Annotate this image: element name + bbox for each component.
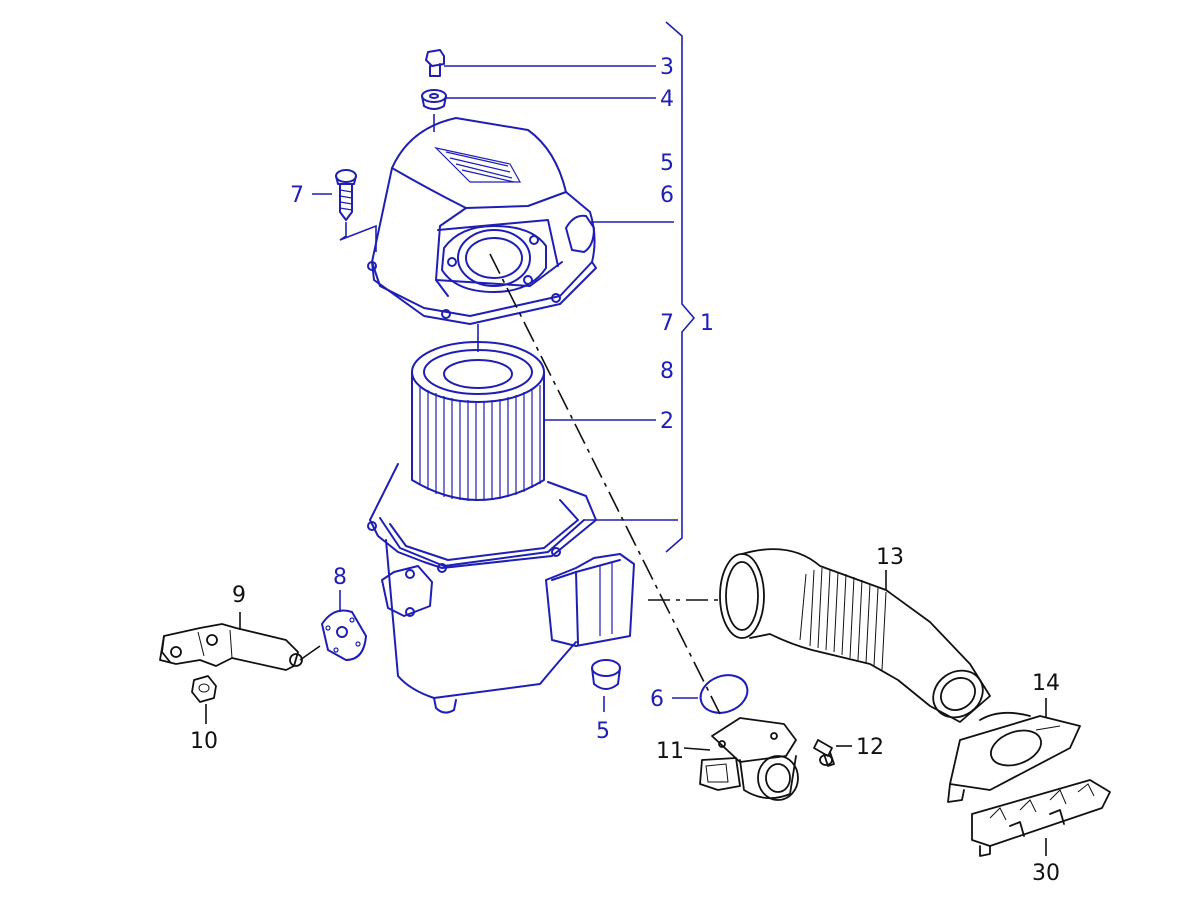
callout-2: 2 xyxy=(660,409,674,434)
callout-7-group: 7 xyxy=(660,311,674,336)
callout-14: 14 xyxy=(1032,671,1060,696)
callout-9: 9 xyxy=(232,583,246,608)
callout-13: 13 xyxy=(876,545,904,570)
callout-30: 30 xyxy=(1032,861,1060,886)
air-filter-upper-housing xyxy=(367,117,674,352)
part-10-nut xyxy=(191,675,217,724)
center-lines xyxy=(489,253,721,715)
part-5-grommet-lower xyxy=(591,659,621,712)
callout-5-group: 5 xyxy=(660,151,674,176)
callout-6-o-ring: 6 xyxy=(650,687,664,712)
callout-8-washer: 8 xyxy=(333,565,347,590)
callout-12: 12 xyxy=(856,735,884,760)
callout-1: 1 xyxy=(700,311,714,336)
part-12-screw xyxy=(813,739,852,767)
part-6-o-ring xyxy=(672,674,749,714)
air-filter-lower-housing xyxy=(367,463,678,714)
callout-8-group: 8 xyxy=(660,359,674,384)
callout-5-grommet: 5 xyxy=(596,719,610,744)
callout-7-screw: 7 xyxy=(290,183,304,208)
callout-11: 11 xyxy=(656,739,684,764)
part-14-flange xyxy=(947,698,1081,803)
callout-3: 3 xyxy=(660,55,674,80)
assembly-bracket xyxy=(665,21,696,553)
part-13-intake-hose xyxy=(719,548,991,723)
part-9-bracket xyxy=(159,612,321,671)
callout-labels: 3 4 5 6 7 8 1 2 7 8 5 6 9 10 11 12 13 14… xyxy=(190,55,1060,886)
part-7-screw-upper xyxy=(312,169,377,252)
part-2-filter-element xyxy=(411,341,656,501)
part-3-bolt xyxy=(425,49,656,77)
part-4-grommet xyxy=(421,89,656,132)
callout-6-group: 6 xyxy=(660,183,674,208)
part-8-washer xyxy=(321,590,367,661)
part-30-clip xyxy=(971,779,1111,857)
part-11-mass-air-flow-sensor xyxy=(683,717,799,801)
callout-10: 10 xyxy=(190,729,218,754)
callout-4: 4 xyxy=(660,87,674,112)
